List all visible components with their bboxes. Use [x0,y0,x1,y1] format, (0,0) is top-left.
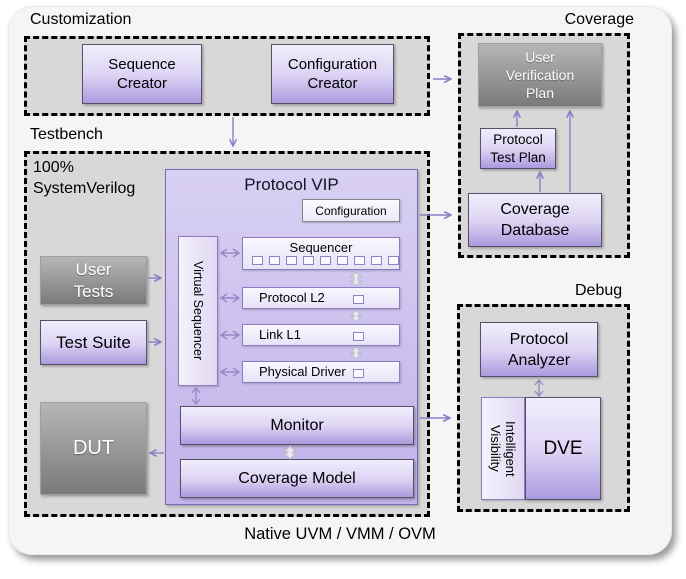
protocol-test-plan-box: Protocol Test Plan [480,128,556,169]
intelligent-visibility-label: Intelligent Visibility [488,420,518,477]
sequencer-label: Sequencer [289,240,353,255]
sequence-item-icon [353,332,364,341]
sequence-item-icon [337,256,348,265]
customization-section-label: Customization [30,11,132,28]
physical-driver-label: Physical Driver [259,364,346,379]
coverage-model-box: Coverage Model [180,459,414,498]
sequence-item-icon [269,256,280,265]
protocol-vip-title: Protocol VIP [244,175,339,194]
systemverilog-note: 100% SystemVerilog [33,159,136,197]
testbench-section-label: Testbench [30,126,103,143]
sequencer-box: Sequencer [242,237,400,270]
virtual-sequencer-label: Virtual Sequencer [191,261,205,361]
sequence-item-icon [354,256,365,265]
sequence-item-icon [320,256,331,265]
dut-box: DUT [40,402,147,495]
protocol-l2-box: Protocol L2 [242,287,400,309]
sequence-item-icon [388,256,399,265]
monitor-box: Monitor [180,406,414,445]
footer-label: Native UVM / VMM / OVM [244,525,436,543]
link-l1-label: Link L1 [259,327,301,342]
user-tests-box: User Tests [40,256,147,305]
debug-section-label: Debug [575,282,623,299]
protocol-l2-label: Protocol L2 [259,290,325,305]
sequence-item-icon [252,256,263,265]
sequence-item-icon [353,369,364,378]
intelligent-visibility-box: Intelligent Visibility [481,397,525,500]
sequence-item-icon [303,256,314,265]
link-l1-box: Link L1 [242,324,400,346]
dve-box: DVE [525,397,601,500]
coverage-section-label: Coverage [564,11,634,28]
sequence-item-icon [353,295,364,304]
coverage-database-box: Coverage Database [468,193,602,247]
physical-driver-box: Physical Driver [242,361,400,383]
sequence-creator-box: Sequence Creator [82,44,202,104]
protocol-analyzer-box: Protocol Analyzer [480,322,598,377]
configuration-creator-box: Configuration Creator [271,44,394,104]
user-verification-plan-box: User Verification Plan [478,43,602,107]
configuration-box: Configuration [302,199,400,222]
sequence-item-icon [286,256,297,265]
test-suite-box: Test Suite [40,320,147,365]
virtual-sequencer-box: Virtual Sequencer [178,236,218,386]
sequence-item-row [252,256,399,265]
sequence-item-icon [371,256,382,265]
